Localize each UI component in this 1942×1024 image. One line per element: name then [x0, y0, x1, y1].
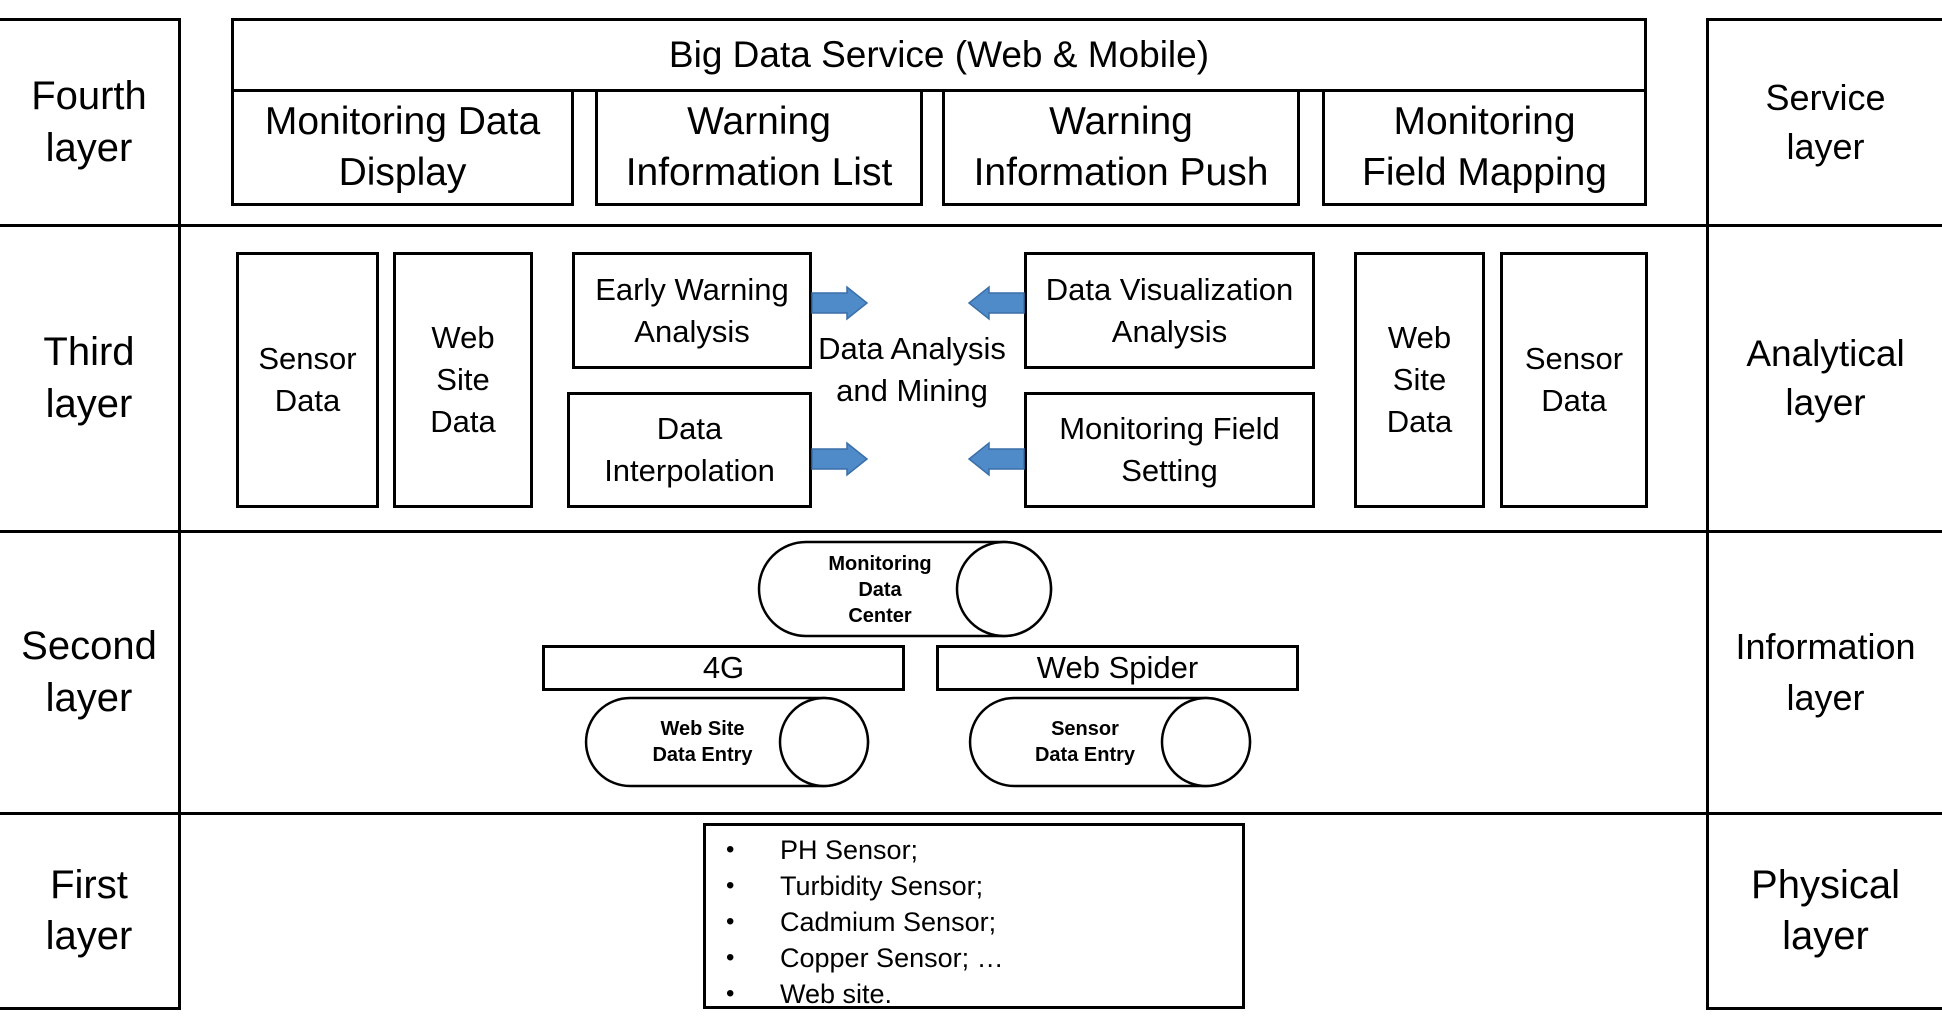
list-item: PH Sensor;: [706, 832, 1242, 868]
monitoring-field-mapping-box: Monitoring Field Mapping: [1322, 89, 1647, 206]
physical-layer-label: Physical layer: [1751, 862, 1900, 958]
sensor-data-entry-label: Sensor Data Entry: [1034, 718, 1136, 766]
list-item: Turbidity Sensor;: [706, 868, 1242, 904]
web-spider-bar: Web Spider: [936, 645, 1299, 691]
web-site-data-box-right: Web Site Data: [1354, 252, 1485, 508]
second-layer-label: Second layer: [21, 624, 157, 720]
monitoring-data-center-cylinder: [757, 540, 1053, 638]
monitoring-data-display-text: Monitoring Data Display: [264, 99, 541, 194]
sensor-data-box-left: Sensor Data: [236, 252, 379, 508]
information-layer-label: Information layer: [1735, 626, 1916, 718]
divider-second-first: [0, 812, 1942, 815]
data-interpolation-arrow: [811, 441, 869, 477]
monitoring-data-center-label: Monitoring Data Center: [828, 553, 932, 627]
fourth-layer-label: Fourth layer: [31, 74, 147, 170]
monitoring-field-setting-arrow: [967, 441, 1025, 477]
4g-bar: 4G: [542, 645, 905, 691]
list-item: Copper Sensor; …: [706, 940, 1242, 976]
right-column-divider: [1706, 18, 1709, 1010]
monitoring-field-mapping-text: Monitoring Field Mapping: [1362, 99, 1607, 194]
web-site-data-text-left: Web Site Data: [430, 320, 496, 439]
warning-information-list-text: Warning Information List: [625, 99, 893, 194]
first-layer-label: First layer: [45, 862, 133, 958]
monitoring-data-display-box: Monitoring Data Display: [231, 89, 574, 206]
left-column-divider: [178, 18, 181, 1010]
warning-information-list-box: Warning Information List: [595, 89, 923, 206]
sensor-list-box: PH Sensor; Turbidity Sensor; Cadmium Sen…: [703, 823, 1245, 1012]
big-data-service-header: Big Data Service (Web & Mobile): [231, 18, 1647, 92]
monitoring-field-setting-text: Monitoring Field Setting: [1059, 411, 1280, 488]
right-bottom-border: [1706, 1007, 1942, 1010]
data-visualization-analysis-box: Data Visualization Analysis: [1024, 252, 1315, 369]
sensor-data-text-right: Sensor Data: [1524, 341, 1624, 418]
web-site-data-entry-cylinder: [584, 696, 870, 788]
sensor-list: PH Sensor; Turbidity Sensor; Cadmium Sen…: [706, 832, 1242, 1012]
data-interpolation-text: Data Interpolation: [604, 411, 775, 488]
service-layer-label: Service layer: [1765, 76, 1886, 167]
divider-third-second: [0, 530, 1942, 533]
web-site-data-text-right: Web Site Data: [1386, 320, 1453, 439]
early-warning-arrow: [811, 285, 869, 321]
list-item: Cadmium Sensor;: [706, 904, 1242, 940]
sensor-data-text-left: Sensor Data: [258, 341, 357, 418]
left-bottom-border: [0, 1007, 181, 1010]
data-interpolation-box: Data Interpolation: [567, 392, 812, 508]
monitoring-field-setting-box: Monitoring Field Setting: [1024, 392, 1315, 508]
data-visualization-arrow: [967, 285, 1025, 321]
early-warning-analysis-box: Early Warning Analysis: [572, 252, 812, 369]
4g-text: 4G: [702, 650, 745, 685]
sensor-data-entry-cylinder: [968, 696, 1252, 788]
divider-fourth-third: [0, 224, 1942, 227]
early-warning-analysis-text: Early Warning Analysis: [595, 271, 789, 349]
right-top-border: [1706, 18, 1942, 21]
web-site-data-entry-label: Web Site Data Entry: [652, 718, 753, 766]
warning-information-push-box: Warning Information Push: [942, 89, 1300, 206]
sensor-data-box-right: Sensor Data: [1500, 252, 1648, 508]
third-layer-label: Third layer: [43, 330, 135, 426]
data-visualization-analysis-text: Data Visualization Analysis: [1045, 271, 1294, 349]
list-item: Web site.: [706, 976, 1242, 1012]
web-spider-text: Web Spider: [1036, 650, 1199, 685]
data-analysis-and-mining-label: Data Analysis and Mining: [818, 331, 1006, 408]
big-data-service-text: Big Data Service (Web & Mobile): [668, 34, 1210, 75]
web-site-data-box-left: Web Site Data: [393, 252, 533, 508]
warning-information-push-text: Warning Information Push: [973, 99, 1269, 194]
left-top-border: [0, 18, 181, 21]
analytical-layer-label: Analytical layer: [1746, 333, 1905, 423]
